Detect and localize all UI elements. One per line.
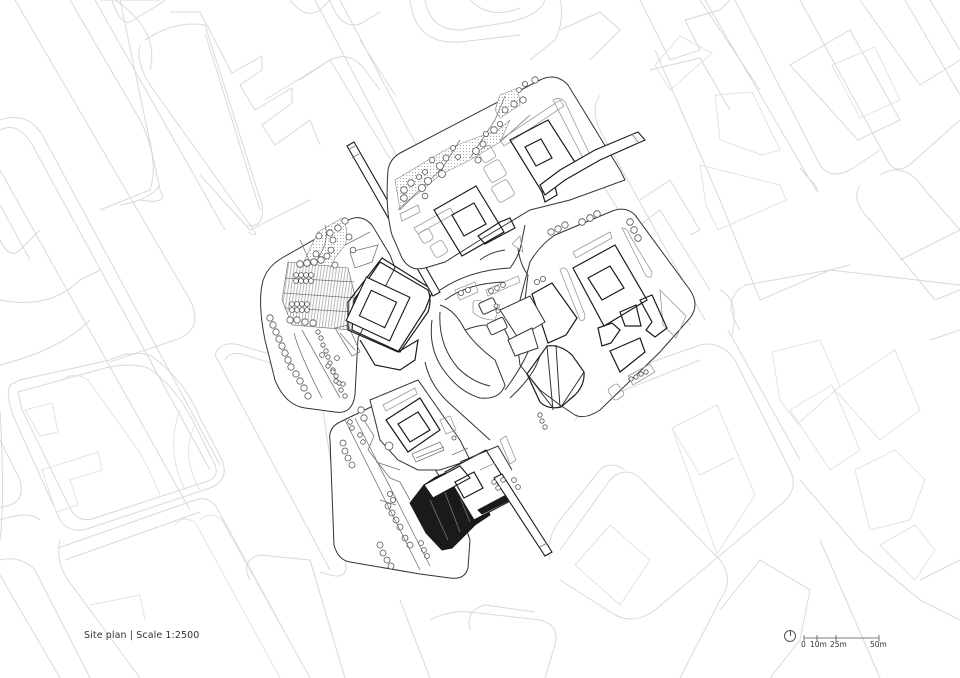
block-southwest <box>329 379 553 579</box>
scale-bar: 0 10m 25m 50m <box>784 630 894 652</box>
scale-tick-25m: 25m <box>830 640 847 649</box>
plan-title: Site plan <box>84 630 127 641</box>
walkway-northeast <box>539 131 646 196</box>
scale-bar-line <box>803 635 880 641</box>
plan-caption: Site plan | Scale 1:2500 <box>84 630 199 641</box>
scale-tick-10m: 10m <box>810 640 827 649</box>
block-east <box>517 208 696 430</box>
block-northwest <box>260 217 434 413</box>
caption-separator: | <box>129 630 134 641</box>
plan-scale: Scale 1:2500 <box>136 630 200 641</box>
central-plaza <box>424 224 546 441</box>
scale-tick-0: 0 <box>801 640 806 649</box>
block-north <box>386 76 626 270</box>
scale-tick-50m: 50m <box>870 640 887 649</box>
north-arrow-icon <box>784 630 796 642</box>
